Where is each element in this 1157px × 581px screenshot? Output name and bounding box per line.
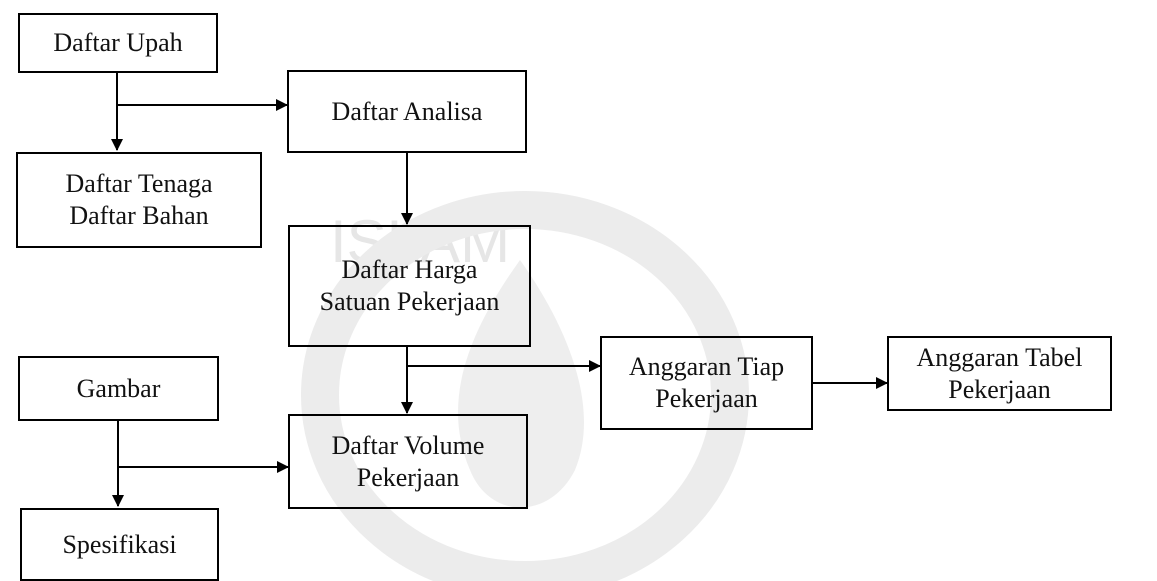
node-daftar-harga-line2: Satuan Pekerjaan [319,287,500,316]
watermark-drop [458,260,584,508]
node-gambar: Gambar [18,356,219,421]
node-anggaran-tiap-line2: Pekerjaan [655,384,758,413]
node-anggaran-tiap-line1: Anggaran Tiap [628,352,785,381]
node-anggaran-tabel-line1: Anggaran Tabel [916,342,1083,372]
node-anggaran-tiap: Anggaran Tiap Pekerjaan [600,336,813,430]
node-daftar-volume-line1: Daftar Volume [331,430,485,460]
node-daftar-tenaga-label: Daftar Tenaga [65,169,213,198]
node-daftar-volume: Daftar Volume Pekerjaan [288,414,528,509]
node-daftar-upah: Daftar Upah [18,13,218,73]
node-daftar-harga-satuan: Daftar Harga Satuan Pekerjaan [288,225,531,347]
node-daftar-analisa: Daftar Analisa [287,70,527,153]
node-daftar-bahan-label: Daftar Bahan [69,201,209,230]
node-spesifikasi-label: Spesifikasi [62,529,177,559]
node-daftar-harga-line1: Daftar Harga [341,255,478,284]
node-daftar-tenaga-bahan: Daftar Tenaga Daftar Bahan [16,152,262,248]
node-daftar-upah-label: Daftar Upah [53,28,183,57]
node-anggaran-tabel: Anggaran Tabel Pekerjaan [887,336,1112,411]
node-anggaran-tabel-line2: Pekerjaan [948,374,1051,404]
node-daftar-analisa-label: Daftar Analisa [331,96,483,126]
node-daftar-volume-line2: Pekerjaan [356,462,460,492]
node-spesifikasi: Spesifikasi [20,508,219,581]
watermark-ring [301,191,749,581]
node-gambar-label: Gambar [76,373,161,403]
